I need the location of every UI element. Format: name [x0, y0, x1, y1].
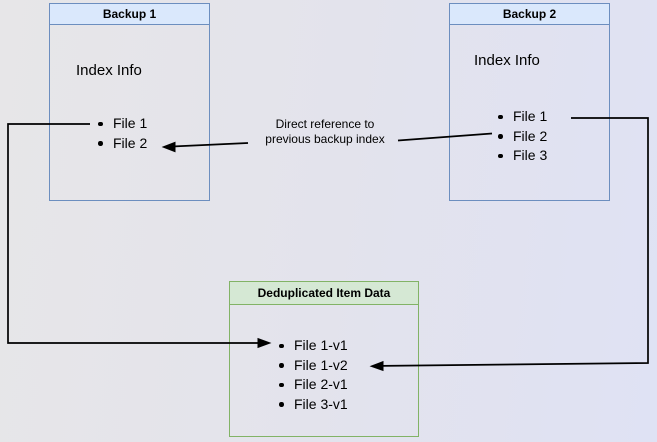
backup1-file-list: File 1 File 2 [98, 114, 147, 153]
list-item: File 2-v1 [279, 375, 348, 395]
backup1-box: Backup 1 [49, 3, 210, 201]
list-item: File 2 [98, 134, 147, 154]
list-item: File 1 [98, 114, 147, 134]
backup2-box: Backup 2 [449, 3, 610, 201]
backup1-index-info-label: Index Info [76, 62, 142, 79]
backup2-file-list: File 1 File 2 File 3 [498, 107, 547, 166]
dedup-header: Deduplicated Item Data [230, 282, 418, 305]
list-item: File 1-v1 [279, 336, 348, 356]
backup2-index-info-label: Index Info [474, 52, 540, 69]
backup2-header: Backup 2 [450, 4, 609, 25]
list-item: File 1-v2 [279, 356, 348, 376]
backup1-header: Backup 1 [50, 4, 209, 25]
dedup-item-list: File 1-v1 File 1-v2 File 2-v1 File 3-v1 [279, 336, 348, 414]
list-item: File 2 [498, 127, 547, 147]
dedup-box: Deduplicated Item Data [229, 281, 419, 437]
direct-reference-edge-label: Direct reference to previous backup inde… [265, 117, 385, 146]
backup2-title: Backup 2 [502, 7, 557, 21]
list-item: File 3-v1 [279, 395, 348, 415]
list-item: File 1 [498, 107, 547, 127]
backup1-title: Backup 1 [102, 7, 157, 21]
dedup-title: Deduplicated Item Data [257, 286, 391, 300]
list-item: File 3 [498, 146, 547, 166]
